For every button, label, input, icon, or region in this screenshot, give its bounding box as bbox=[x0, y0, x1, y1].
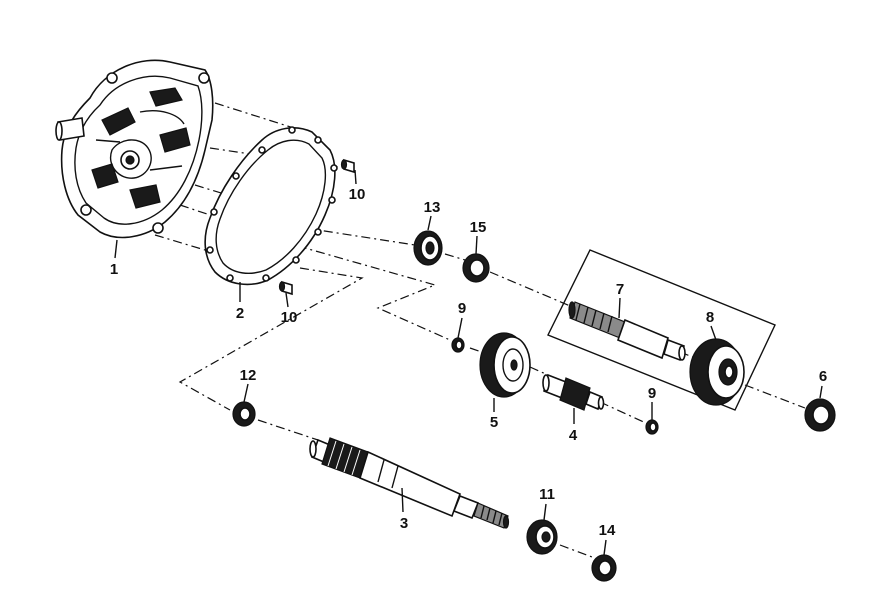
label-part-6: 6 bbox=[819, 368, 827, 385]
label-part-10-upper: 10 bbox=[349, 186, 366, 203]
part-1-crankcase-cover bbox=[55, 59, 214, 239]
subassembly-box bbox=[547, 249, 776, 411]
part-12-washer bbox=[232, 401, 256, 427]
part-number-labels: 1 2 3 4 5 6 7 8 9 9 10 10 11 12 13 14 15 bbox=[110, 186, 827, 539]
label-part-1: 1 bbox=[110, 261, 118, 278]
part-11-oil-seal bbox=[526, 519, 558, 555]
part-9-circlip-lower bbox=[645, 419, 659, 435]
label-part-15: 15 bbox=[470, 219, 487, 236]
label-part-9-upper: 9 bbox=[458, 300, 466, 317]
part-8-driven-gear bbox=[689, 338, 745, 406]
label-part-10-lower: 10 bbox=[281, 309, 298, 326]
part-7-countershaft bbox=[568, 301, 686, 362]
label-part-5: 5 bbox=[490, 414, 498, 431]
label-part-8: 8 bbox=[706, 309, 714, 326]
gasket-bolt-holes bbox=[206, 126, 338, 282]
part-5-gear bbox=[479, 332, 531, 398]
part-10-dowel-pin-lower bbox=[278, 280, 293, 296]
part-3-main-shaft bbox=[309, 437, 510, 529]
label-part-12: 12 bbox=[240, 367, 257, 384]
label-part-4: 4 bbox=[569, 427, 578, 444]
label-part-9-lower: 9 bbox=[648, 385, 656, 402]
label-part-3: 3 bbox=[400, 515, 408, 532]
part-6-washer bbox=[804, 398, 836, 432]
part-9-circlip-upper bbox=[451, 337, 465, 353]
part-10-dowel-pin-upper bbox=[340, 158, 355, 174]
part-2-gasket bbox=[204, 126, 338, 286]
label-part-13: 13 bbox=[424, 199, 441, 216]
label-part-14: 14 bbox=[599, 522, 616, 539]
part-14-washer bbox=[591, 554, 617, 582]
label-part-11: 11 bbox=[539, 486, 555, 503]
part-13-oil-seal bbox=[413, 230, 443, 266]
label-part-7: 7 bbox=[616, 281, 624, 298]
part-15-washer bbox=[462, 253, 490, 283]
leader-lines bbox=[114, 169, 823, 556]
part-4-pinion-gear bbox=[542, 373, 605, 411]
label-part-2: 2 bbox=[236, 305, 244, 322]
